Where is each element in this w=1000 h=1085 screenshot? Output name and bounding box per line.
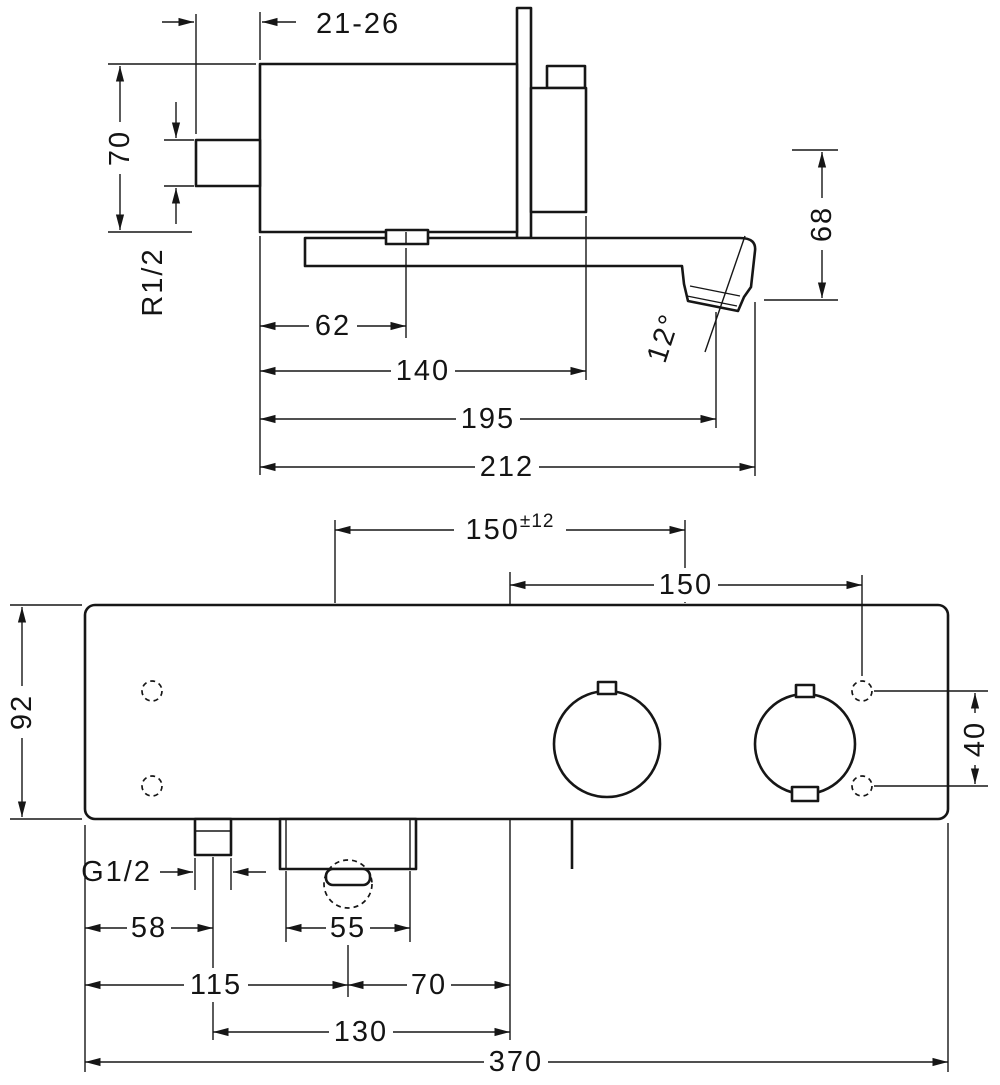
mixer-body-front-outline (83, 603, 950, 821)
dim-label-total-width: 370 (489, 1046, 543, 1078)
label-backing (391, 354, 455, 388)
front-view (83, 572, 950, 1040)
wall-plate-outline (515, 6, 533, 240)
dim-label-total-depth: 212 (480, 451, 534, 483)
dim-label-body-height-side: 70 (104, 130, 136, 166)
spout-angle-reference-line (704, 235, 746, 353)
dim-label-wall-depth: 21-26 (316, 8, 400, 40)
dim-label-spout-nub-offset: 62 (315, 310, 351, 342)
connection-hole-bottom-right (851, 775, 873, 797)
connection-hole-top-right (851, 680, 873, 702)
label-backing (958, 713, 992, 765)
handle-button-outline (545, 64, 587, 90)
aerator-outline (324, 867, 372, 887)
dim-label-edge-to-outlet: 58 (131, 912, 167, 944)
spout-front-outline (278, 817, 418, 871)
dim-label-outlet-to-middle: 130 (334, 1016, 388, 1048)
dimension-labels: 21-26 70 R1/2 68 62 140 195 212 12° 150±… (5, 8, 992, 1079)
screw-hole-top-left (141, 680, 163, 702)
label-backing (654, 568, 718, 602)
spout-side-outline (303, 236, 757, 313)
label-backing (456, 402, 520, 436)
label-backing (329, 1015, 393, 1049)
dim-value: 150 (466, 514, 520, 546)
label-backing (454, 513, 566, 547)
label-backing (127, 911, 171, 945)
dim-label-handle-depth: 140 (396, 355, 450, 387)
dim-label-edge-to-spout-center: 115 (190, 969, 242, 1001)
dim-label-inlet-thread: R1/2 (137, 247, 169, 316)
volume-knob-outline (753, 692, 857, 796)
volume-knob-tab-top (794, 683, 816, 699)
screw-hole-bottom-left (141, 775, 163, 797)
dim-label-outlet-thread: G1/2 (81, 856, 152, 888)
dim-label-connection-centers: 150±12 (466, 511, 555, 547)
dim-label-connection-spacing: 40 (959, 721, 991, 757)
label-backing (805, 198, 839, 250)
dim-label-body-height-front: 92 (6, 694, 38, 730)
bottom-outlet-connector (193, 817, 233, 857)
label-backing (484, 1045, 548, 1079)
dim-label-spout-angle: 12° (641, 309, 687, 366)
handle-outline (529, 86, 588, 214)
mixer-body-side-outline (258, 62, 519, 234)
aerator-hidden-circle (323, 859, 373, 909)
thermostat-knob-tab (596, 680, 618, 696)
label-backing (309, 309, 357, 343)
dim-label-aerator-width: 55 (330, 912, 366, 944)
label-backing (5, 686, 39, 738)
dim-label-outlet-reach: 195 (461, 403, 515, 435)
inlet-connector-outline (194, 138, 262, 188)
label-backing (184, 968, 248, 1002)
volume-knob-tab-bottom (790, 785, 820, 803)
thermostat-knob-outline (552, 689, 662, 799)
dim-tolerance: ±12 (520, 511, 555, 532)
label-backing (103, 122, 137, 174)
aerator-detail-line (686, 285, 741, 307)
diverter-nub-outline (384, 228, 430, 246)
label-backing (407, 968, 451, 1002)
dim-label-spout-center-to-middle: 70 (411, 969, 447, 1001)
side-view (194, 6, 757, 353)
dim-label-center-to-connection: 150 (659, 569, 713, 601)
label-backing (326, 911, 370, 945)
label-backing (475, 450, 539, 484)
dim-label-outlet-height: 68 (806, 206, 838, 242)
